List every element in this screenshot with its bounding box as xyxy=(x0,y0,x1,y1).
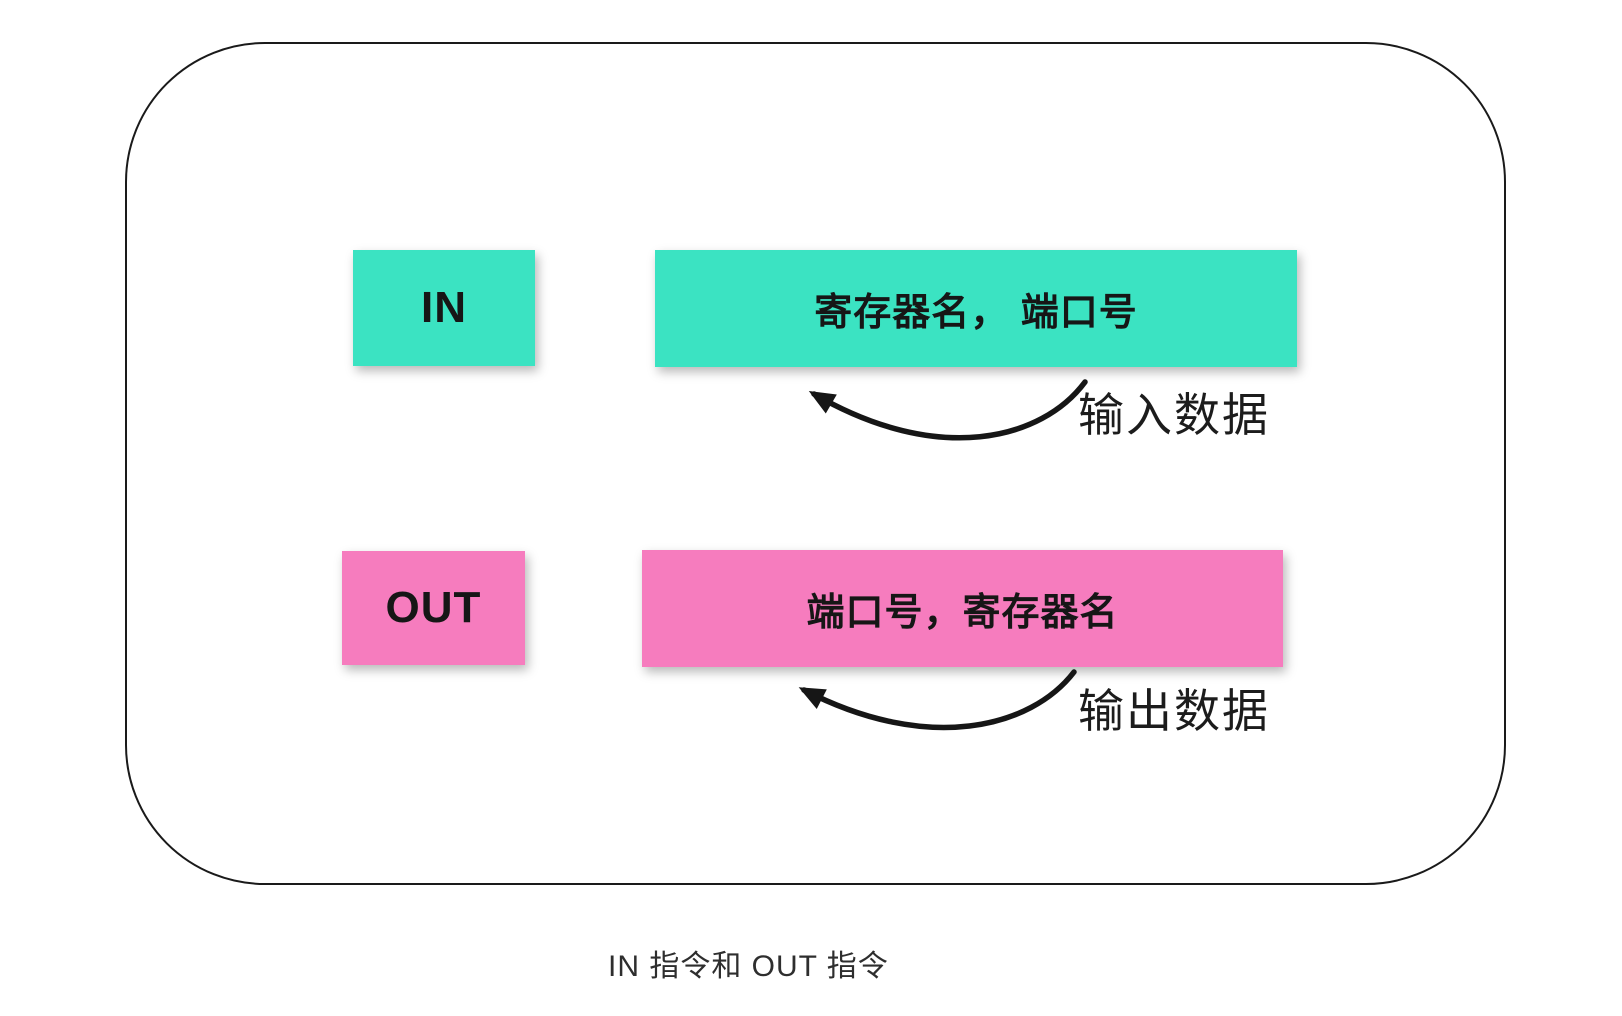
output-data-label: 输出数据 xyxy=(1078,685,1270,737)
input-data-curved-arrow-icon xyxy=(808,379,1088,441)
out-operands-box: 端口号，寄存器名 xyxy=(642,550,1283,667)
in-instruction-box: IN xyxy=(353,250,535,366)
input-data-label: 输入数据 xyxy=(1078,389,1270,441)
diagram-rounded-frame xyxy=(125,42,1506,885)
in-operands-box: 寄存器名， 端口号 xyxy=(655,250,1297,367)
output-data-curved-arrow-icon xyxy=(798,669,1077,731)
out-instruction-box: OUT xyxy=(342,551,525,665)
diagram-caption: IN 指令和 OUT 指令 xyxy=(608,950,889,983)
